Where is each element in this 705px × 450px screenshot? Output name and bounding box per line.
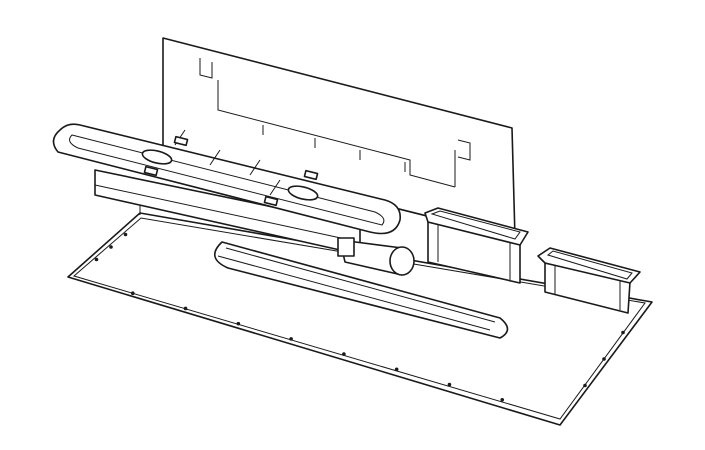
drain-slot xyxy=(214,241,509,339)
screw-hole xyxy=(342,352,346,356)
screw-hole xyxy=(621,330,625,335)
screw-hole xyxy=(583,383,587,388)
screw-hole xyxy=(183,306,188,311)
screw-hole xyxy=(123,232,128,237)
plate-screw-holes xyxy=(94,232,625,402)
drain-trough xyxy=(52,123,402,251)
base-plate xyxy=(67,212,653,426)
screw-hole xyxy=(289,337,293,341)
access-box-small xyxy=(537,247,641,314)
screw-hole xyxy=(109,245,113,249)
screw-hole xyxy=(447,382,452,387)
screw-hole xyxy=(130,291,135,296)
outlet-pipe xyxy=(337,237,415,276)
screw-hole xyxy=(500,397,505,402)
screw-hole xyxy=(602,357,606,361)
access-box-large xyxy=(424,207,529,284)
screw-hole xyxy=(94,257,99,262)
screw-hole xyxy=(236,321,241,326)
screw-hole xyxy=(394,367,399,372)
